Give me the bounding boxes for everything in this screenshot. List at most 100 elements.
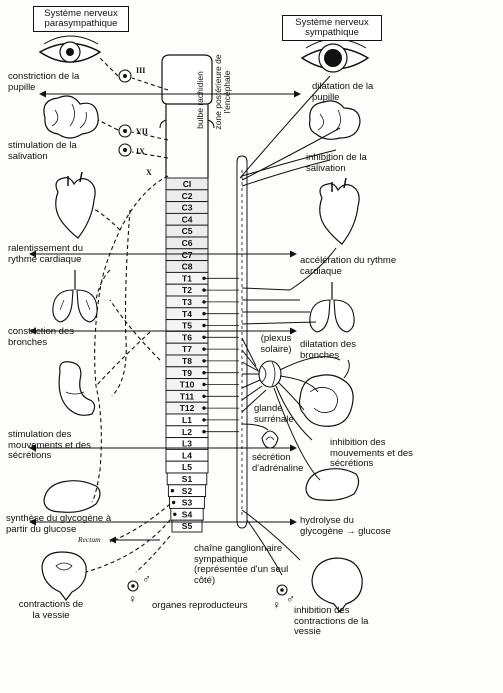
stomach-left-icon xyxy=(58,361,96,416)
ganglion-dots xyxy=(170,276,239,516)
segment-L4: L4 xyxy=(165,448,209,462)
liver-left-icon xyxy=(43,480,101,513)
effect-arrows xyxy=(29,90,301,544)
segment-label: C5 xyxy=(182,226,193,236)
segment-label: S5 xyxy=(182,521,193,531)
label-gland: glande surrénale xyxy=(254,403,302,425)
label-chain-text: chaîne ganglionnaire sympathique (représ… xyxy=(194,543,289,586)
segment-label: S4 xyxy=(182,509,193,519)
segment-label: C6 xyxy=(182,238,193,248)
header-sympathetic-text: Système nerveux sympathique xyxy=(295,17,369,38)
solar-plexus-icon xyxy=(258,360,282,388)
intestines-right-icon xyxy=(298,359,354,427)
label-gland-text: glande surrénale xyxy=(254,403,294,425)
reproductive-right xyxy=(276,584,288,596)
sympathetic-chain xyxy=(236,155,248,529)
spinal-cord-segments: CIC2C3C4C5C6C7C8T1T2T3T4T5T6T7T8T9T10T11… xyxy=(165,177,209,533)
svg-text:III: III xyxy=(136,66,145,75)
brainstem xyxy=(159,54,215,178)
symbol-male-left-text: ♂ xyxy=(142,572,151,586)
symbol-male-right: ♂ xyxy=(286,593,295,605)
label-right-pupil-text: dilatation de la pupille xyxy=(312,81,374,103)
segment-label: T6 xyxy=(182,332,192,342)
label-left-saliva: stimulation de la salivation xyxy=(8,140,82,162)
segment-label: L1 xyxy=(182,415,192,425)
segment-label: L3 xyxy=(182,439,192,449)
segment-C2: C2 xyxy=(165,189,209,203)
liver-right-icon xyxy=(305,468,360,501)
segment-label: S3 xyxy=(182,498,193,508)
segment-box xyxy=(171,519,203,533)
segment-T3: T3 xyxy=(165,295,209,309)
label-left-glycogen: synthèse du glycogène à partir du glucos… xyxy=(6,513,116,535)
bladder-left-icon xyxy=(41,551,87,601)
label-left-heart: ralentissement du rythme cardiaque xyxy=(8,243,108,265)
header-parasympathetic: Système nerveux parasympathique xyxy=(33,6,129,32)
symbol-male-left: ♂ xyxy=(142,572,151,586)
heart-left-icon xyxy=(55,171,96,239)
label-rectum-text: Rectum xyxy=(78,535,101,544)
segment-label: C2 xyxy=(182,191,193,201)
label-right-saliva: inhibition de la salivation xyxy=(306,152,392,174)
label-plexus-text: (plexus solaire) xyxy=(260,333,292,355)
label-left-bronchi-text: constriction des bronches xyxy=(8,326,75,348)
segment-label: T10 xyxy=(180,380,195,390)
sacral-dot xyxy=(173,512,177,516)
segment-T11: T11 xyxy=(165,389,209,403)
segment-L5: L5 xyxy=(165,460,209,474)
segment-label: T4 xyxy=(182,309,192,319)
label-left-bladder: contractions de la vessie xyxy=(16,599,86,621)
label-right-bronchi: dilatation des bronches xyxy=(300,339,374,361)
header-parasympathetic-text: Système nerveux parasympathique xyxy=(44,8,118,29)
symbol-female-left-text: ♀ xyxy=(128,592,137,606)
symbol-female-left: ♀ xyxy=(128,592,137,606)
segment-T4: T4 xyxy=(165,307,209,321)
label-right-gut-text: inhibition des mouvements et des sécréti… xyxy=(330,437,413,469)
label-right-heart: accélération du rythme cardiaque xyxy=(300,255,402,277)
segment-label: S1 xyxy=(182,474,193,484)
segment-label: T1 xyxy=(182,273,192,283)
label-bulbe-text: bulbe rachidien xyxy=(195,71,205,129)
label-right-glycogen: hydrolyse du glycogène → glucose xyxy=(300,515,396,537)
segment-label: C8 xyxy=(182,262,193,272)
eye-left-icon xyxy=(38,35,102,63)
segment-label: C7 xyxy=(182,250,193,260)
label-rectum: Rectum xyxy=(78,535,101,546)
salivary-gland-right-icon xyxy=(309,100,361,140)
svg-text:VII: VII xyxy=(136,127,148,136)
sacral-dot xyxy=(170,489,175,493)
label-left-bladder-text: contractions de la vessie xyxy=(18,599,84,621)
label-left-gut: stimulation des mouvements et des sécrét… xyxy=(8,429,100,462)
sacral-dot xyxy=(171,500,176,505)
ganglion-III: III xyxy=(118,66,145,83)
segment-label: T9 xyxy=(182,368,192,378)
label-right-gut: inhibition des mouvements et des sécréti… xyxy=(330,437,422,470)
label-plexus: (plexus solaire) xyxy=(252,333,300,355)
label-right-bladder-text: inhibition des contractions de la vessie xyxy=(294,605,369,637)
segment-CI: CI xyxy=(165,177,209,191)
segment-T10: T10 xyxy=(165,378,209,391)
segment-C8: C8 xyxy=(165,260,209,273)
label-right-bronchi-text: dilatation des bronches xyxy=(300,339,356,361)
symbol-female-right-text: ♀ xyxy=(272,598,281,612)
segment-label: T8 xyxy=(182,356,192,366)
segment-T5: T5 xyxy=(165,319,209,332)
sympathetic-pathways xyxy=(239,75,341,576)
segment-label: T2 xyxy=(182,285,192,295)
segment-T9: T9 xyxy=(165,366,209,380)
segment-T2: T2 xyxy=(165,283,209,297)
svg-text:IX: IX xyxy=(136,147,145,156)
segment-C5: C5 xyxy=(165,224,209,238)
label-left-pupil: constriction de la pupille xyxy=(8,71,80,93)
heart-right-icon xyxy=(319,177,360,245)
label-repro: organes reproducteurs xyxy=(152,600,264,612)
segment-label: L2 xyxy=(182,427,192,437)
segment-label: CI xyxy=(183,179,192,189)
ganglion-IX: IX xyxy=(118,143,145,157)
header-sympathetic: Système nerveux sympathique xyxy=(282,15,382,41)
segment-C6: C6 xyxy=(165,236,209,250)
label-right-glycogen-text: hydrolyse du glycogène → glucose xyxy=(300,515,391,537)
label-left-glycogen-text: synthèse du glycogène à partir du glucos… xyxy=(6,513,112,535)
